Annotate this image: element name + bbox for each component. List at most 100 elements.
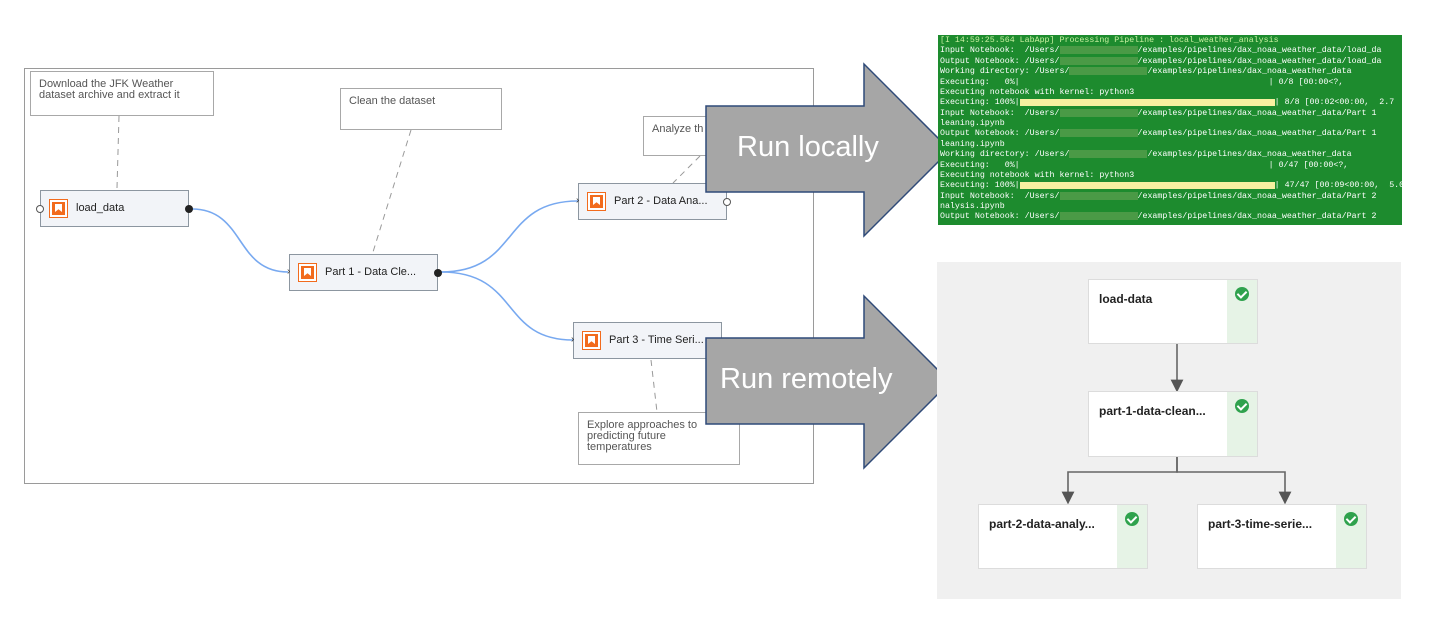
status-cell: [1336, 505, 1366, 568]
checkmark-icon: [1344, 512, 1358, 526]
terminal-text: /examples/pipelines/dax_noaa_weather_dat…: [1137, 46, 1382, 56]
node-label: Part 2 - Data Ana...: [614, 195, 708, 207]
terminal-line: Executing notebook with kernel: python3: [940, 171, 1400, 181]
comment-text: Analyze th: [652, 123, 704, 135]
checkmark-icon: [1235, 287, 1249, 301]
remote-node-load-data[interactable]: load-data: [1088, 279, 1258, 344]
node-part3-time-series[interactable]: › Part 3 - Time Seri...: [571, 322, 722, 359]
terminal-text: Output Notebook: /Users/: [940, 56, 1060, 66]
terminal-line: Input Notebook: /Users/ /examples/pipelin…: [940, 108, 1400, 119]
output-port[interactable]: [185, 205, 193, 213]
comment-connector: [672, 155, 701, 184]
comment-text: Download the JFK Weather dataset archive…: [39, 78, 180, 101]
progress-bar: [1019, 98, 1275, 106]
node-part1-data-cleaning[interactable]: › Part 1 - Data Cle...: [287, 254, 442, 291]
chevron-right-icon: ›: [287, 266, 291, 277]
terminal-text: Input Notebook: /Users/: [940, 46, 1060, 56]
terminal-line: Input Notebook: /Users/ /examples/pipelin…: [940, 46, 1400, 56]
run-remotely-arrow: [705, 294, 952, 470]
terminal-text: /examples/pipelines/dax_noaa_weather_dat…: [1137, 191, 1377, 201]
remote-node-label: load-data: [1099, 292, 1153, 306]
terminal-text: Input Notebook: /Users/: [940, 191, 1060, 201]
remote-node-label: part-2-data-analy...: [989, 517, 1095, 531]
terminal-line: Output Notebook: /Users//examples/pipeli…: [940, 56, 1400, 67]
node-load-data[interactable]: load_data: [36, 190, 193, 227]
terminal-text: /examples/pipelines/dax_noaa_weather_dat…: [1147, 150, 1352, 160]
terminal-text: Output Notebook: /Users/: [940, 212, 1060, 222]
terminal-line: Output Notebook: /Users/ /examples/pipeli…: [940, 212, 1400, 222]
status-cell: [1117, 505, 1147, 568]
terminal-text: Working directory: /Users/: [940, 150, 1070, 160]
run-locally-arrow: [705, 62, 952, 238]
remote-node-part2[interactable]: part-2-data-analy...: [978, 504, 1148, 569]
terminal-line: Output Notebook: /Users/ /examples/pipeli…: [940, 129, 1400, 139]
link-load-to-part1: [191, 208, 289, 273]
terminal-text: Executing: 0%|: [940, 160, 1020, 170]
terminal-text: Executing notebook with kernel: python3: [940, 88, 1135, 98]
link-part1-to-part2: [440, 200, 579, 273]
terminal-text: /examples/pipelines/dax_noaa_weather_dat…: [1137, 129, 1377, 139]
link-part1-to-part3: [440, 271, 574, 341]
terminal-text: | 0/8 [00:00<?,: [1019, 77, 1344, 87]
notebook-icon: [587, 192, 606, 211]
comment-clean[interactable]: Clean the dataset: [340, 88, 502, 130]
remote-run-graph: load-data part-1-data-clean... part-2-da…: [937, 262, 1401, 599]
terminal-text: leaning.ipynb: [940, 139, 1005, 149]
redacted-username: [1059, 129, 1138, 138]
terminal-line: Executing notebook with kernel: python3: [940, 88, 1400, 98]
output-port[interactable]: [723, 198, 731, 206]
terminal-line: Executing: 100%| | 47/47 [00:09<00:00, 5.…: [940, 181, 1402, 191]
redacted-username: [1059, 46, 1138, 55]
comment-text: Explore approaches to predicting future …: [587, 419, 698, 453]
comment-text: Clean the dataset: [349, 95, 436, 107]
terminal-text: | 47/47 [00:09<00:00, 5.0: [1274, 181, 1402, 191]
terminal-output: [I 14:59:25.564 LabApp] Processing Pipel…: [938, 35, 1402, 225]
terminal-line: Working directory: /Users/ /examples/pipe…: [940, 150, 1400, 160]
terminal-text: Executing: 100%|: [940, 181, 1020, 191]
notebook-icon: [582, 331, 601, 350]
terminal-text: /examples/pipelines/dax_noaa_weather_dat…: [1137, 212, 1377, 222]
node-label: Part 3 - Time Seri...: [609, 334, 704, 346]
terminal-line: Executing: 100%| | 8/8 [00:02<00:00, 2.7: [940, 98, 1400, 108]
terminal-line: Executing: 0%| | 0/8 [00:00<?,: [940, 78, 1400, 88]
terminal-line: Executing: 0%| | 0/47 [00:00<?,: [940, 161, 1400, 171]
redacted-username: [1059, 56, 1138, 65]
terminal-text: /examples/pipelines/dax_noaa_weather_dat…: [1137, 108, 1377, 118]
node-label: load_data: [76, 202, 125, 214]
comment-connector: [116, 115, 120, 189]
notebook-icon: [49, 199, 68, 218]
terminal-text: | 0/47 [00:00<?,: [1019, 160, 1349, 170]
terminal-line: leaning.ipynb: [940, 119, 1400, 129]
terminal-text: Executing: 0%|: [940, 77, 1020, 87]
terminal-line: Input Notebook: /Users/ /examples/pipelin…: [940, 191, 1400, 202]
terminal-text: Output Notebook: /Users/: [940, 129, 1060, 139]
node-part2-data-analysis[interactable]: › Part 2 - Data Ana...: [576, 183, 731, 220]
notebook-icon: [298, 263, 317, 282]
terminal-text: nalysis.ipynb: [940, 202, 1005, 212]
terminal-line: leaning.ipynb: [940, 140, 1400, 150]
checkmark-icon: [1125, 512, 1139, 526]
remote-node-label: part-3-time-serie...: [1208, 517, 1313, 531]
terminal-text: leaning.ipynb: [940, 119, 1005, 129]
comment-download[interactable]: Download the JFK Weather dataset archive…: [30, 71, 214, 116]
terminal-text: /examples/pipelines/dax_noaa_weather_dat…: [1147, 67, 1352, 77]
terminal-line: [I 14:59:25.564 LabApp] Processing Pipel…: [940, 36, 1400, 46]
terminal-text: Executing: 100%|: [940, 98, 1020, 108]
checkmark-icon: [1235, 399, 1249, 413]
terminal-text: Input Notebook: /Users/: [940, 108, 1060, 118]
remote-node-part3[interactable]: part-3-time-serie...: [1197, 504, 1367, 569]
run-remotely-label: Run remotely: [720, 363, 893, 395]
input-port[interactable]: [36, 205, 44, 213]
redacted-username: [1069, 67, 1148, 76]
terminal-text: Working directory: /Users/: [940, 67, 1070, 77]
redacted-username: [1059, 191, 1138, 200]
chevron-right-icon: ›: [576, 195, 580, 206]
remote-node-part1[interactable]: part-1-data-clean...: [1088, 391, 1258, 457]
redacted-username: [1059, 212, 1138, 221]
status-cell: [1227, 280, 1257, 343]
comment-connector: [372, 129, 412, 253]
terminal-text: | 8/8 [00:02<00:00, 2.7: [1274, 98, 1395, 108]
chevron-right-icon: ›: [571, 334, 575, 345]
output-port[interactable]: [434, 269, 442, 277]
